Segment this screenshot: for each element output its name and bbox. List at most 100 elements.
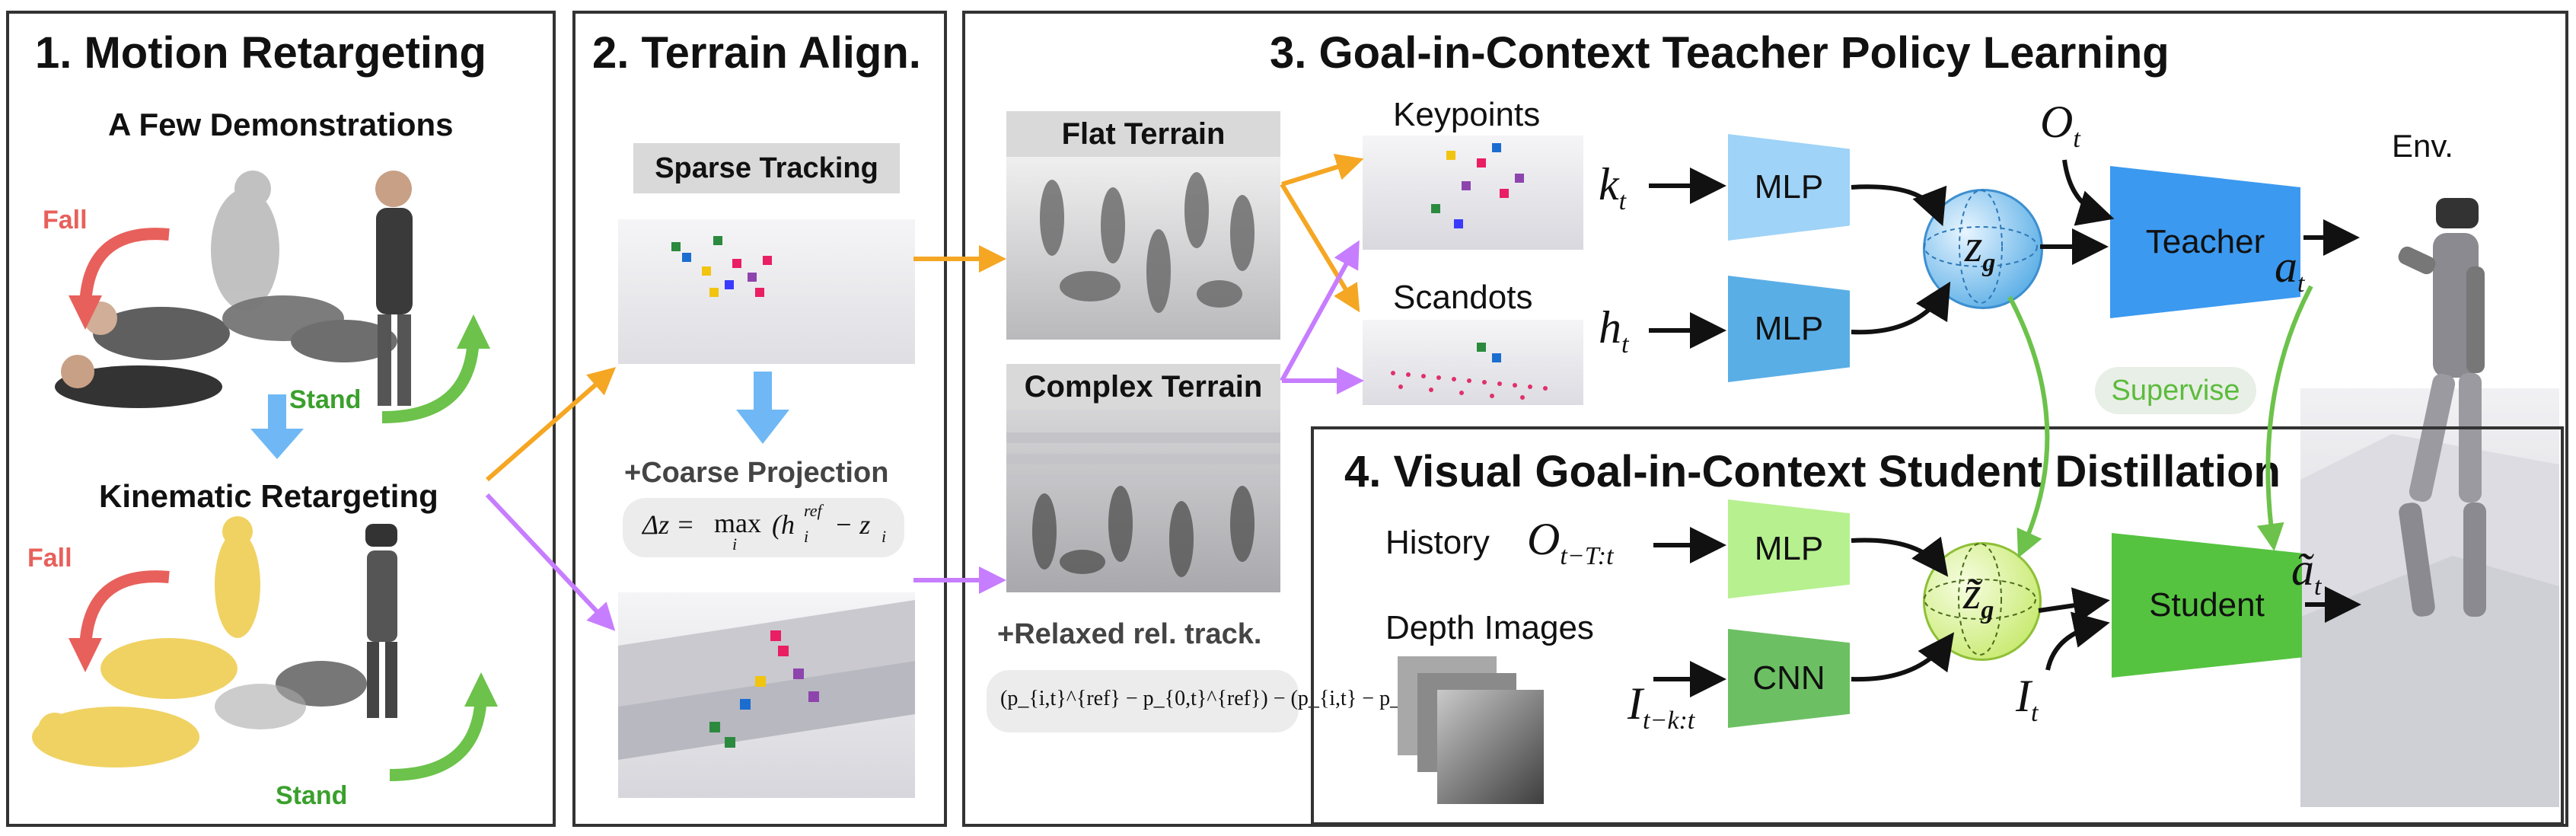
history-label: History bbox=[1385, 524, 1490, 561]
coarse-projection-image bbox=[618, 592, 915, 798]
formula-max-sub: i bbox=[732, 534, 738, 554]
arrow-it-to-student bbox=[2045, 611, 2110, 671]
stand-arrow-top bbox=[381, 314, 490, 423]
relaxed-track-label: +Relaxed rel. track. bbox=[997, 618, 1262, 650]
formula-rest: − z bbox=[834, 509, 871, 540]
stand-label-top: Stand bbox=[289, 385, 362, 414]
depth-frame-3 bbox=[1437, 690, 1544, 804]
env-label: Env. bbox=[2392, 128, 2453, 164]
keypoints-label: Keypoints bbox=[1393, 96, 1541, 133]
z-tilde-symbol: z̃ bbox=[1963, 568, 1981, 618]
keypoints-markers bbox=[1431, 143, 1524, 228]
arrow-p1-to-coarse bbox=[485, 493, 616, 631]
fall-arrow-bottom bbox=[69, 570, 170, 672]
g-tilde-subscript: g bbox=[1981, 596, 1994, 624]
panel-student-distillation: 4. Visual Goal-in-Context Student Distil… bbox=[1311, 426, 2564, 825]
env-robot bbox=[2398, 198, 2486, 617]
human-figure-crawling bbox=[84, 295, 397, 362]
a-t-symbol: at bbox=[2275, 241, 2304, 298]
kinematic-label: Kinematic Retargeting bbox=[99, 478, 438, 514]
depth-images-label: Depth Images bbox=[1385, 609, 1594, 646]
arrow-mlp-to-zg-top bbox=[1851, 184, 1947, 227]
teacher-mlp-scandots-label: MLP bbox=[1754, 310, 1824, 347]
a-tilde-sub: t bbox=[2314, 573, 2322, 601]
panel4-title: 4. Visual Goal-in-Context Student Distil… bbox=[1344, 447, 2281, 496]
panel-terrain-align: 2. Terrain Align. Sparse Tracking +Coars… bbox=[572, 11, 947, 827]
student-mlp-label: MLP bbox=[1754, 530, 1824, 567]
panel1-title: 1. Motion Retargeting bbox=[35, 28, 486, 78]
stand-label-bottom: Stand bbox=[276, 781, 348, 810]
human-figure-faded bbox=[211, 171, 279, 311]
robot-figures bbox=[215, 524, 397, 729]
k-t-symbol: kt bbox=[1599, 158, 1626, 216]
i-history: I bbox=[1628, 678, 1643, 729]
tilde-sphere-gridlines bbox=[1924, 543, 2036, 656]
complex-terrain-label: Complex Terrain bbox=[1006, 364, 1280, 410]
k-subscript: t bbox=[1618, 187, 1627, 215]
demos-label: A Few Demonstrations bbox=[108, 107, 454, 142]
a-subscript: t bbox=[2297, 270, 2305, 298]
arrow-complex-to-keypoints bbox=[1280, 240, 1360, 382]
o-history-symbol: Ot−T:t bbox=[1527, 513, 1614, 571]
flat-terrain-image bbox=[1006, 157, 1280, 340]
formula-delta-z: Δz = max i (h ref i − z i bbox=[623, 498, 904, 557]
teacher-block: Teacher bbox=[2110, 166, 2300, 318]
zg-tilde-label: z̃g bbox=[1963, 567, 1994, 625]
arrow-mlp-to-zg-bottom bbox=[1851, 281, 1951, 335]
arrow-zg-to-zgtilde bbox=[2007, 295, 2050, 558]
depth-images-stack bbox=[1398, 656, 1550, 809]
scandots-grid bbox=[1391, 343, 1548, 400]
arrow-ot-to-teacher bbox=[2062, 159, 2115, 226]
formula-h: (h bbox=[772, 509, 795, 540]
student-label: Student bbox=[2149, 586, 2265, 624]
student-cnn-label: CNN bbox=[1752, 659, 1825, 697]
supervise-pill: Supervise bbox=[2095, 367, 2256, 414]
o-symbol: O bbox=[2040, 97, 2074, 147]
keypoint-markers bbox=[671, 236, 772, 297]
arrow-zgtilde-to-student bbox=[2038, 587, 2110, 624]
o-history-sub: t−T:t bbox=[1560, 542, 1614, 570]
teacher-mlp-keypoints: MLP bbox=[1728, 134, 1850, 241]
complex-terrain-image bbox=[1006, 410, 1280, 592]
flat-terrain-label: Flat Terrain bbox=[1006, 111, 1280, 157]
panel2-title: 2. Terrain Align. bbox=[592, 28, 921, 78]
i-t-symbol: It bbox=[2016, 670, 2038, 728]
fall-arrow-top bbox=[69, 228, 170, 330]
o-history: O bbox=[1527, 514, 1561, 564]
scandots-label: Scandots bbox=[1393, 279, 1533, 316]
formula-lhs: Δz = bbox=[642, 509, 695, 540]
env-terrain bbox=[2300, 434, 2559, 807]
arrow-p1-to-sparse bbox=[486, 367, 617, 482]
formula-z-sub: i bbox=[882, 527, 887, 546]
formula-h-sub: i bbox=[804, 527, 809, 546]
o-t-symbol: Ot bbox=[2040, 96, 2080, 154]
arrow-cnn-to-zgtilde bbox=[1851, 632, 1955, 682]
formula-max: max bbox=[714, 508, 761, 538]
fall-label-bottom: Fall bbox=[27, 544, 72, 573]
scandots-image bbox=[1363, 320, 1583, 405]
i-history-sub: t−k:t bbox=[1642, 707, 1695, 735]
student-mlp: MLP bbox=[1728, 499, 1850, 598]
projected-keypoints bbox=[618, 600, 915, 760]
fall-label-top: Fall bbox=[43, 206, 88, 235]
h-symbol: h bbox=[1599, 302, 1621, 353]
arrow-at-to-atilde bbox=[2256, 285, 2313, 551]
teacher-label: Teacher bbox=[2145, 223, 2265, 260]
panel-motion-retargeting: 1. Motion Retargeting A Few Demonstratio… bbox=[6, 11, 556, 827]
o-subscript: t bbox=[2073, 125, 2080, 153]
panel3-title: 3. Goal-in-Context Teacher Policy Learni… bbox=[1270, 28, 2170, 78]
student-cnn: CNN bbox=[1728, 629, 1850, 728]
student-block: Student bbox=[2112, 533, 2302, 678]
teacher-mlp-scandots: MLP bbox=[1728, 276, 1850, 382]
sphere-gridlines bbox=[1924, 190, 2038, 304]
retargeted-figures bbox=[32, 516, 397, 767]
panel-teacher-policy: 3. Goal-in-Context Teacher Policy Learni… bbox=[962, 11, 2568, 827]
relaxed-formula-text: (p_{i,t}^{ref} − p_{0,t}^{ref}) − (p_{i,… bbox=[1000, 687, 1451, 710]
teacher-mlp-keypoints-label: MLP bbox=[1754, 168, 1824, 206]
i-t-sub: t bbox=[2030, 699, 2039, 727]
sparse-tracking-label: Sparse Tracking bbox=[633, 143, 900, 193]
stand-arrow-bottom bbox=[389, 672, 498, 781]
k-symbol: k bbox=[1599, 159, 1619, 209]
i-t: I bbox=[2016, 671, 2031, 721]
